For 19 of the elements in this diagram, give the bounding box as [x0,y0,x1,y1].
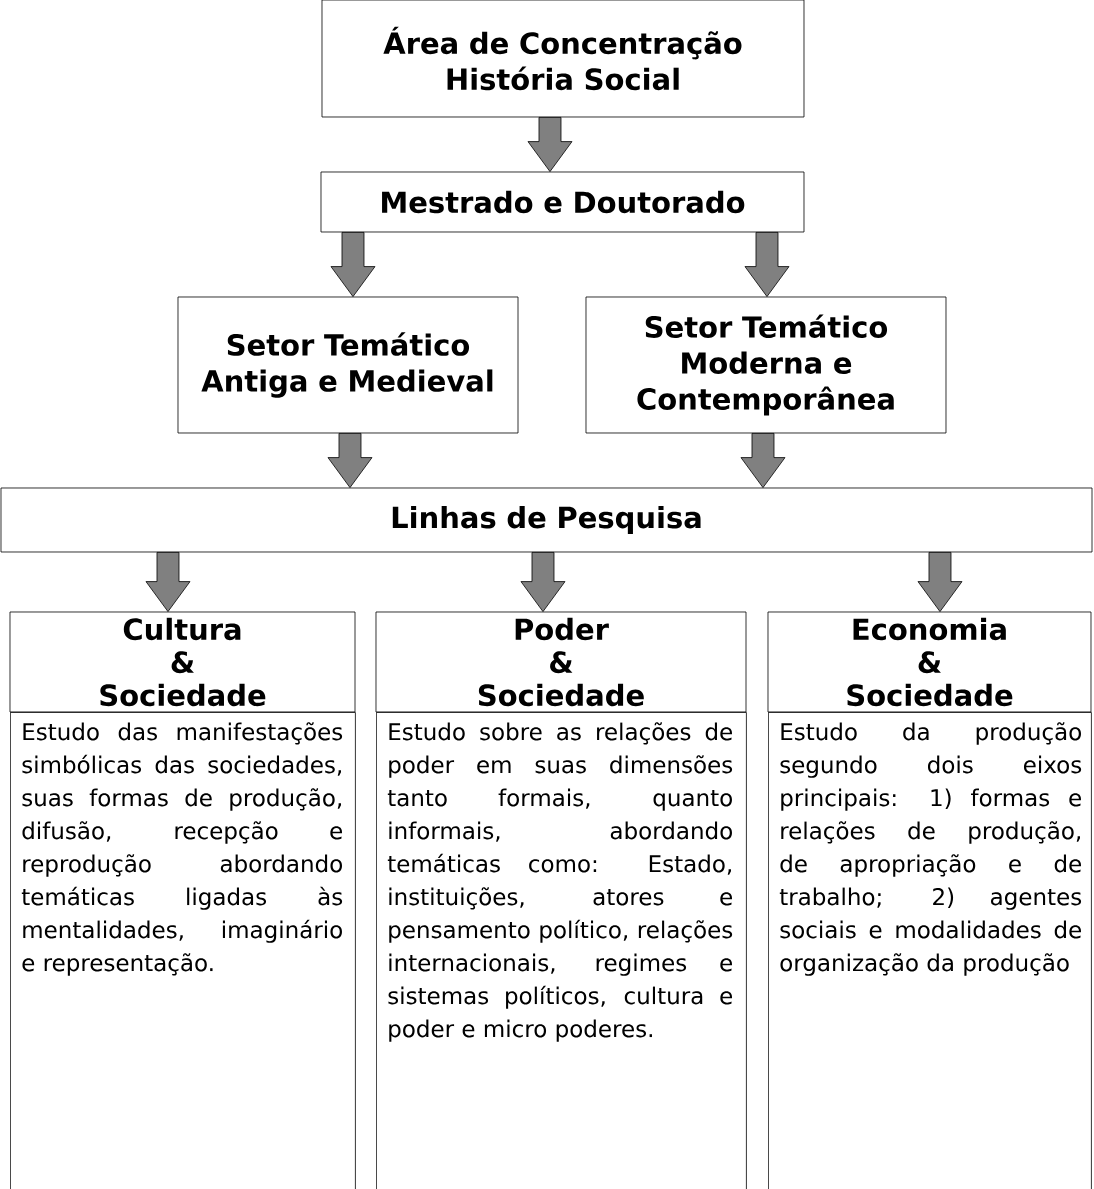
heading-box: Economia & Sociedade [767,611,1092,713]
heading-box: Poder & Sociedade [375,611,747,713]
arrow [744,232,790,297]
arrow [520,552,566,612]
description-box: Estudo das manifestações simbólicas das sociedades, suas formas de produção, difusão, recepção e reprodução abordando temáticas ligadas às mentalidades, imaginário e representação. [10,712,356,1189]
description-box: Estudo sobre as relações de poder em suas dimensões tanto formais, quanto informais, abordando temáticas como: Estado, instituições, atores e pensamento político, relações internacionais, regimes e sistemas políticos, cultura e poder e micro poderes. [376,712,747,1189]
description-box: Estudo da produção segundo dois eixos principais: 1) formas e relações de produção, de apropriação e de trabalho; 2) agentes sociais e modalidades de organização da produção [768,712,1092,1189]
arrow [145,552,191,612]
heading-box: Setor Temático Moderna e Contemporânea [585,296,947,434]
heading-box: Linhas de Pesquisa [0,487,1093,553]
heading-box: Mestrado e Doutorado [320,171,805,233]
arrow [527,117,573,172]
arrow [330,232,376,297]
heading-box: Cultura & Sociedade [9,611,356,713]
heading-box: Área de Concentração História Social [321,0,805,118]
heading-box: Setor Temático Antiga e Medieval [177,296,519,434]
arrow [327,433,373,488]
arrow [740,433,786,488]
arrow [917,552,963,612]
